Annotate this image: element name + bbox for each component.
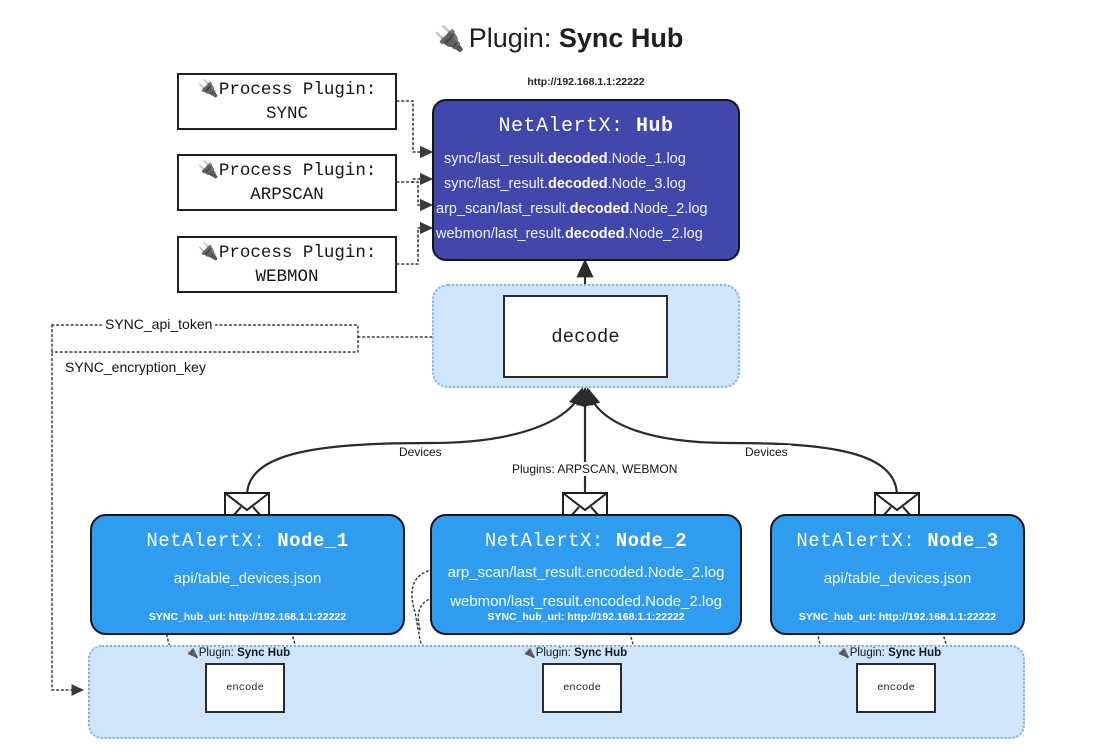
hub-log-line: arp_scan/last_result.decoded.Node_2.log [436,197,738,222]
plug-icon: 🔌 [185,647,199,659]
hub-log-2-post: .Node_2.log [629,201,708,217]
encode-box-2[interactable]: encode [542,663,622,713]
node-2-title: NetAlertX: Node_2 [432,528,740,554]
edge-label-devices-right: Devices [742,445,791,459]
node-1-lines: api/table_devices.json [92,564,403,593]
process-plugin-arpscan-line1: Process Plugin: [218,161,377,181]
hub-log-3-pre: webmon/last_result. [436,226,565,242]
plug-icon: 🔌 [836,647,850,659]
node-2-line: webmon/last_result.encoded.Node_2.log [450,593,722,610]
band-plugin-1-prefix: Plugin: [198,647,234,659]
hub-log-0-mid: decoded [547,151,608,167]
hub-url: http://192.168.1.1:22222 [527,76,645,88]
hub-title-name: Hub [636,115,674,138]
hub-log-1-mid: decoded [547,176,608,192]
process-plugin-webmon[interactable]: 🔌Process Plugin: WEBMON [177,236,397,293]
edge-label-plugins-center: Plugins: ARPSCAN, WEBMON [509,462,681,476]
plug-icon: 🔌 [522,647,536,659]
node-2-title-name: Node_2 [615,530,688,552]
hub-log-1-pre: sync/last_result. [444,176,548,192]
plug-icon: 🔌 [197,160,219,180]
page-title: 🔌Plugin: Sync Hub [0,16,1117,61]
edge-label-devices-left: Devices [396,445,445,459]
encode-box-1[interactable]: encode [205,663,285,713]
encode-label: encode [226,682,264,694]
band-plugin-2-name: Sync Hub [574,647,628,659]
node-1-line: api/table_devices.json [173,570,322,587]
hub-title: NetAlertX: Hub [434,113,738,141]
label-sync-api-token: SYNC_api_token [102,316,216,332]
band-plugin-2-prefix: Plugin: [535,647,571,659]
hub-log-line: webmon/last_result.decoded.Node_2.log [436,222,738,247]
band-plugin-3-prefix: Plugin: [849,647,885,659]
node-2[interactable]: NetAlertX: Node_2 arp_scan/last_result.e… [430,514,742,635]
node-1[interactable]: NetAlertX: Node_1 api/table_devices.json… [90,514,405,635]
node-3[interactable]: NetAlertX: Node_3 api/table_devices.json… [770,514,1025,635]
decode-box[interactable]: decode [503,295,668,378]
node-1-title: NetAlertX: Node_1 [92,528,403,554]
hub-log-0-post: .Node_1.log [607,151,686,167]
encode-box-3[interactable]: encode [856,663,936,713]
page-title-name: Sync Hub [558,23,684,53]
node-3-line: api/table_devices.json [823,570,972,587]
hub-log-2-pre: arp_scan/last_result. [436,201,570,217]
decode-label: decode [551,325,620,348]
process-plugin-sync-line1: Process Plugin: [218,80,377,100]
process-plugin-webmon-line2: WEBMON [255,267,319,287]
node-3-title-prefix: NetAlertX: [796,530,916,552]
band-plugin-label-1: 🔌Plugin: Sync Hub [185,646,290,659]
node-3-title: NetAlertX: Node_3 [772,528,1023,554]
label-sync-encryption-key: SYNC_encryption_key [62,359,209,375]
plug-icon: 🔌 [197,242,219,262]
encode-label: encode [563,682,601,694]
node-2-lines: arp_scan/last_result.encoded.Node_2.log … [432,558,740,616]
hub-title-prefix: NetAlertX: [498,115,624,138]
band-plugin-3-name: Sync Hub [888,647,942,659]
process-plugin-arpscan[interactable]: 🔌Process Plugin: ARPSCAN [177,154,397,211]
node-3-title-name: Node_3 [927,530,999,552]
hub-log-line: sync/last_result.decoded.Node_3.log [444,172,738,197]
process-plugin-webmon-line1: Process Plugin: [218,243,377,263]
page-title-prefix: Plugin: [468,23,552,53]
node-2-line: arp_scan/last_result.encoded.Node_2.log [447,564,725,581]
band-plugin-label-2: 🔌Plugin: Sync Hub [522,646,627,659]
hub-log-2-mid: decoded [569,201,630,217]
hub-node[interactable]: NetAlertX: Hub sync/last_result.decoded.… [432,99,740,261]
node-1-title-name: Node_1 [277,530,349,552]
hub-log-list: sync/last_result.decoded.Node_1.log sync… [434,147,738,247]
hub-log-3-post: .Node_2.log [624,226,703,242]
node-1-footer: SYNC_hub_url: http://192.168.1.1:22222 [148,611,347,623]
hub-log-3-mid: decoded [564,226,625,242]
encode-label: encode [877,682,915,694]
process-plugin-arpscan-line2: ARPSCAN [250,185,324,205]
node-2-title-prefix: NetAlertX: [484,530,604,552]
node-3-footer: SYNC_hub_url: http://192.168.1.1:22222 [798,611,997,623]
hub-log-0-pre: sync/last_result. [444,151,548,167]
band-plugin-1-name: Sync Hub [237,647,291,659]
hub-log-line: sync/last_result.decoded.Node_1.log [444,147,738,172]
node-2-footer: SYNC_hub_url: http://192.168.1.1:22222 [487,611,685,623]
process-plugin-sync-line2: SYNC [265,104,308,124]
plug-icon: 🔌 [197,79,219,99]
process-plugin-sync[interactable]: 🔌Process Plugin: SYNC [177,73,397,130]
hub-log-1-post: .Node_3.log [607,176,686,192]
node-1-title-prefix: NetAlertX: [146,530,266,552]
band-plugin-label-3: 🔌Plugin: Sync Hub [836,646,941,659]
plug-icon: 🔌 [433,25,465,53]
node-3-lines: api/table_devices.json [772,564,1023,593]
